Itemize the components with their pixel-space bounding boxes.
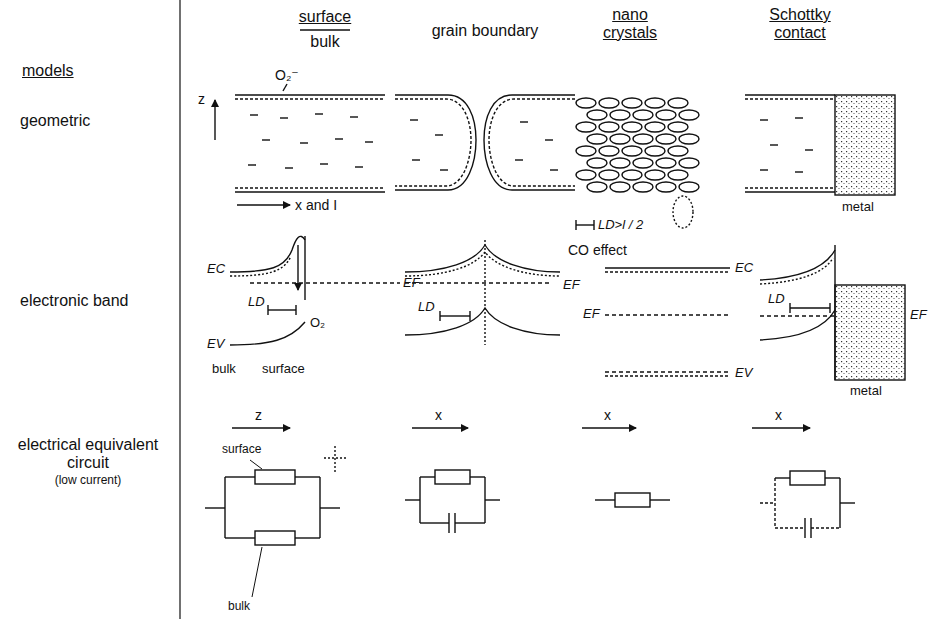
axis-label: x and I [295,198,337,213]
crystal-grain [668,122,688,132]
crystal-grain [599,122,619,132]
crystal-grain [599,98,619,108]
crystal-grain [656,110,676,120]
energy-level: EC [735,261,753,275]
crystal-grain [656,182,676,192]
length-label: LD [418,300,435,314]
column-heading: bulk [310,33,339,51]
crystal-grain [645,146,665,156]
crystal-grain [576,98,596,108]
crystal-grain [679,158,699,168]
energy-level: EV [735,366,752,380]
energy-level: EV [207,337,224,351]
crystal-grain [622,146,642,156]
crystal-grain [668,146,688,156]
crystal-grain [679,134,699,144]
energy-level: EF [563,278,580,292]
region-label: bulk [212,362,236,376]
crystal-grain [610,110,630,120]
crystal-grain [656,158,676,168]
crystal-grain [587,182,607,192]
crystal-grain [610,158,630,168]
dimension-label: LD>l / 2 [598,218,643,232]
crystal-grain [656,134,676,144]
energy-level: EF [910,308,927,322]
crystal-grain [587,158,607,168]
crystal-grain [610,182,630,192]
crystal-grain [633,110,653,120]
leader-label: bulk [228,600,250,613]
axis-label: z [255,408,262,423]
crystal-grain [622,122,642,132]
energy-level: EC [207,262,225,276]
axis-label: z [198,92,205,107]
crystal-grain [576,170,596,180]
crystal-grain [599,170,619,180]
crystal-grain [576,146,596,156]
column-heading: grain boundary [432,22,539,40]
ion-label: O₂⁻ [275,68,299,83]
crystal-grain [576,122,596,132]
length-label: LD [768,292,785,306]
crystal-grain [645,98,665,108]
leader-label: surface [222,443,261,456]
row-heading: models [22,62,74,80]
crystal-grain [645,122,665,132]
column-heading: Schottky contact [755,6,845,41]
effect-label: CO effect [568,243,627,258]
row-label: electrical equivalent circuit [3,436,173,471]
crystal-grain [679,182,699,192]
crystal-grain [633,134,653,144]
energy-level: EF [583,307,600,321]
length-label: LD [248,295,265,309]
crystal-grain [622,98,642,108]
crystal-grain [633,158,653,168]
axis-label: x [604,408,611,423]
crystal-grain [610,134,630,144]
column-heading: surface [299,8,351,26]
row-note: (low current) [55,474,122,487]
row-label: geometric [20,112,90,130]
crystal-grain [668,170,688,180]
crystal-grain [645,170,665,180]
crystal-grain [587,134,607,144]
crystal-grain [668,98,688,108]
region-label: surface [262,362,305,376]
crystal-grain [599,146,619,156]
material-label: metal [842,200,874,214]
material-label: metal [850,384,882,398]
crystal-grain [633,182,653,192]
crystal-grain [622,170,642,180]
crystal-grain [587,110,607,120]
ion-label: O₂ [310,316,325,330]
axis-label: x [435,408,442,423]
energy-level: EF [403,276,420,290]
crystal-grain [679,110,699,120]
axis-label: x [775,408,782,423]
row-label: electronic band [20,292,129,310]
column-heading: nano crystals [590,6,670,41]
